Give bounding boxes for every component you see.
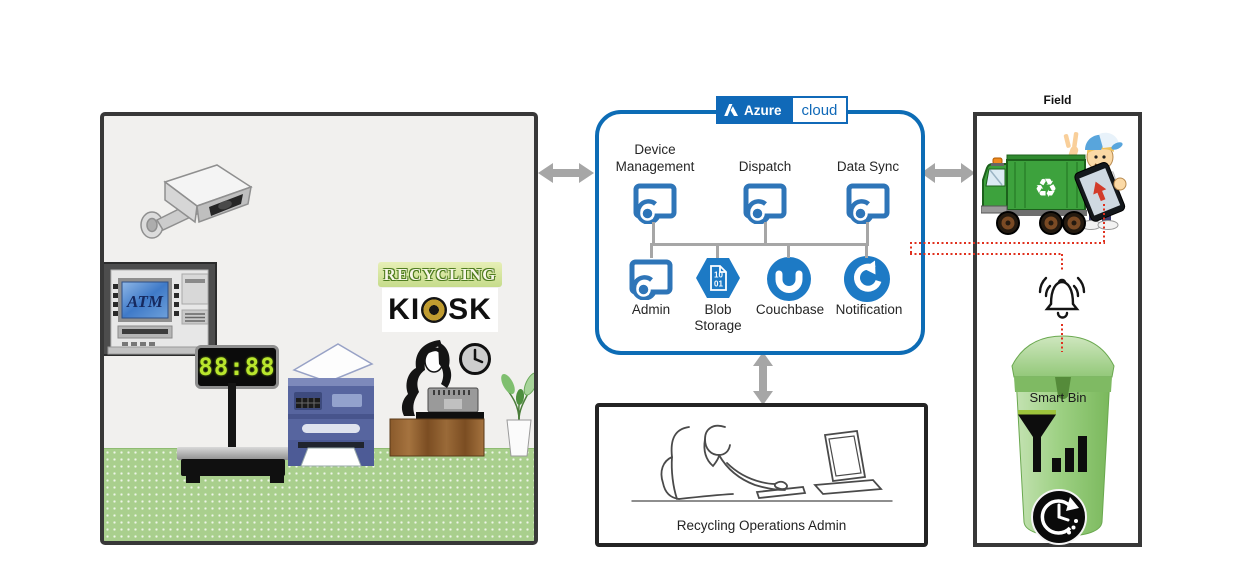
kiosk-sign-left: KI xyxy=(388,293,421,326)
kiosk-sign-right: SK xyxy=(448,293,492,326)
scale-led-display: 88:88 xyxy=(195,345,279,389)
couchbase-icon xyxy=(767,257,811,301)
alert-line-to-bell-v xyxy=(1061,254,1063,272)
plant-icon xyxy=(501,372,534,457)
printer-icon xyxy=(288,343,374,467)
data-sync-app-service-icon xyxy=(846,183,890,224)
kiosk-ring-icon xyxy=(421,297,448,323)
smart-bin-label: Smart Bin xyxy=(1029,390,1087,405)
kiosk-cloud-double-arrow-icon xyxy=(538,163,594,183)
recycling-sign-text: RECYCLING xyxy=(383,264,497,284)
receptionist-icon xyxy=(389,340,485,457)
alert-line-bracket xyxy=(910,242,912,255)
antenna-signal-icon xyxy=(1018,410,1087,472)
service-label-dispatch: Dispatch xyxy=(738,159,792,175)
cctv-camera-icon xyxy=(140,164,253,239)
alert-line-to-bin-h xyxy=(910,253,1063,255)
field-panel: ♻ xyxy=(973,112,1142,547)
service-label-blob-storage: Blob Storage xyxy=(694,302,742,334)
connector-drop-admin xyxy=(650,243,653,258)
service-label-data-sync: Data Sync xyxy=(836,159,900,175)
kiosk-panel: ATM 88:88 xyxy=(100,112,538,545)
notification-icon xyxy=(844,256,890,302)
connector-drop-notification xyxy=(865,243,868,258)
connector-drop-couchbase xyxy=(787,243,790,258)
scale-platform xyxy=(177,447,289,460)
scale-foot-left xyxy=(186,475,200,483)
scale-foot-right xyxy=(270,475,284,483)
red-up-arrow-icon xyxy=(1093,181,1107,202)
atm-icon: ATM xyxy=(104,262,217,356)
cloud-field-double-arrow-icon xyxy=(921,163,975,183)
admin-box-caption: Recycling Operations Admin xyxy=(676,518,847,533)
kiosk-sign: KI SK xyxy=(382,288,498,332)
recycling-sign: RECYCLING xyxy=(378,262,502,287)
service-label-couchbase: Couchbase xyxy=(755,302,825,317)
bell-icon xyxy=(1038,276,1086,319)
connector-drop-blob xyxy=(716,243,719,258)
alert-line-bell-to-bin-v xyxy=(1061,324,1063,352)
atm-screen-label: ATM xyxy=(126,292,164,311)
operations-admin-box: Recycling Operations Admin xyxy=(595,403,928,547)
cloud-label-text: cloud xyxy=(801,101,838,119)
blob-storage-icon: 10 01 xyxy=(696,258,740,298)
alert-line-to-truck-h xyxy=(910,242,1105,244)
connector-stub-dispatch xyxy=(764,222,767,245)
admin-person-line-art xyxy=(631,424,893,502)
connector-stub-device xyxy=(652,222,655,245)
connector-bus xyxy=(650,243,869,246)
scale-pole xyxy=(228,383,236,449)
device-management-app-service-icon xyxy=(633,183,677,224)
blob-binary-line1: 10 xyxy=(714,271,723,280)
azure-logo-cell: Azure xyxy=(716,96,791,124)
azure-cloud-logo-tab: Azure cloud xyxy=(716,96,849,124)
cloud-admin-double-arrow-icon xyxy=(753,352,773,405)
admin-app-service-icon xyxy=(629,259,673,300)
truck-recycle-symbol: ♻ xyxy=(1034,173,1057,203)
alert-line-to-truck-v xyxy=(1103,204,1105,243)
azure-cloud-box xyxy=(595,110,925,355)
garbage-truck-icon: ♻ xyxy=(981,132,1127,235)
blob-binary-line2: 01 xyxy=(714,280,723,289)
azure-logo-icon xyxy=(724,104,738,116)
service-label-device-management: Device Management xyxy=(615,142,695,175)
wall-clock-icon xyxy=(459,343,491,375)
azure-logo-text: Azure xyxy=(744,102,782,118)
service-label-notification: Notification xyxy=(835,302,903,317)
sync-clock-icon xyxy=(1031,489,1087,545)
scale-display-value: 88:88 xyxy=(198,353,276,381)
scale-base xyxy=(181,459,285,476)
cloud-label-cell: cloud xyxy=(790,96,849,124)
field-panel-title: Field xyxy=(1043,93,1072,107)
dispatch-app-service-icon xyxy=(743,183,787,224)
service-label-admin: Admin xyxy=(631,302,671,317)
connector-stub-datasync xyxy=(866,222,869,245)
